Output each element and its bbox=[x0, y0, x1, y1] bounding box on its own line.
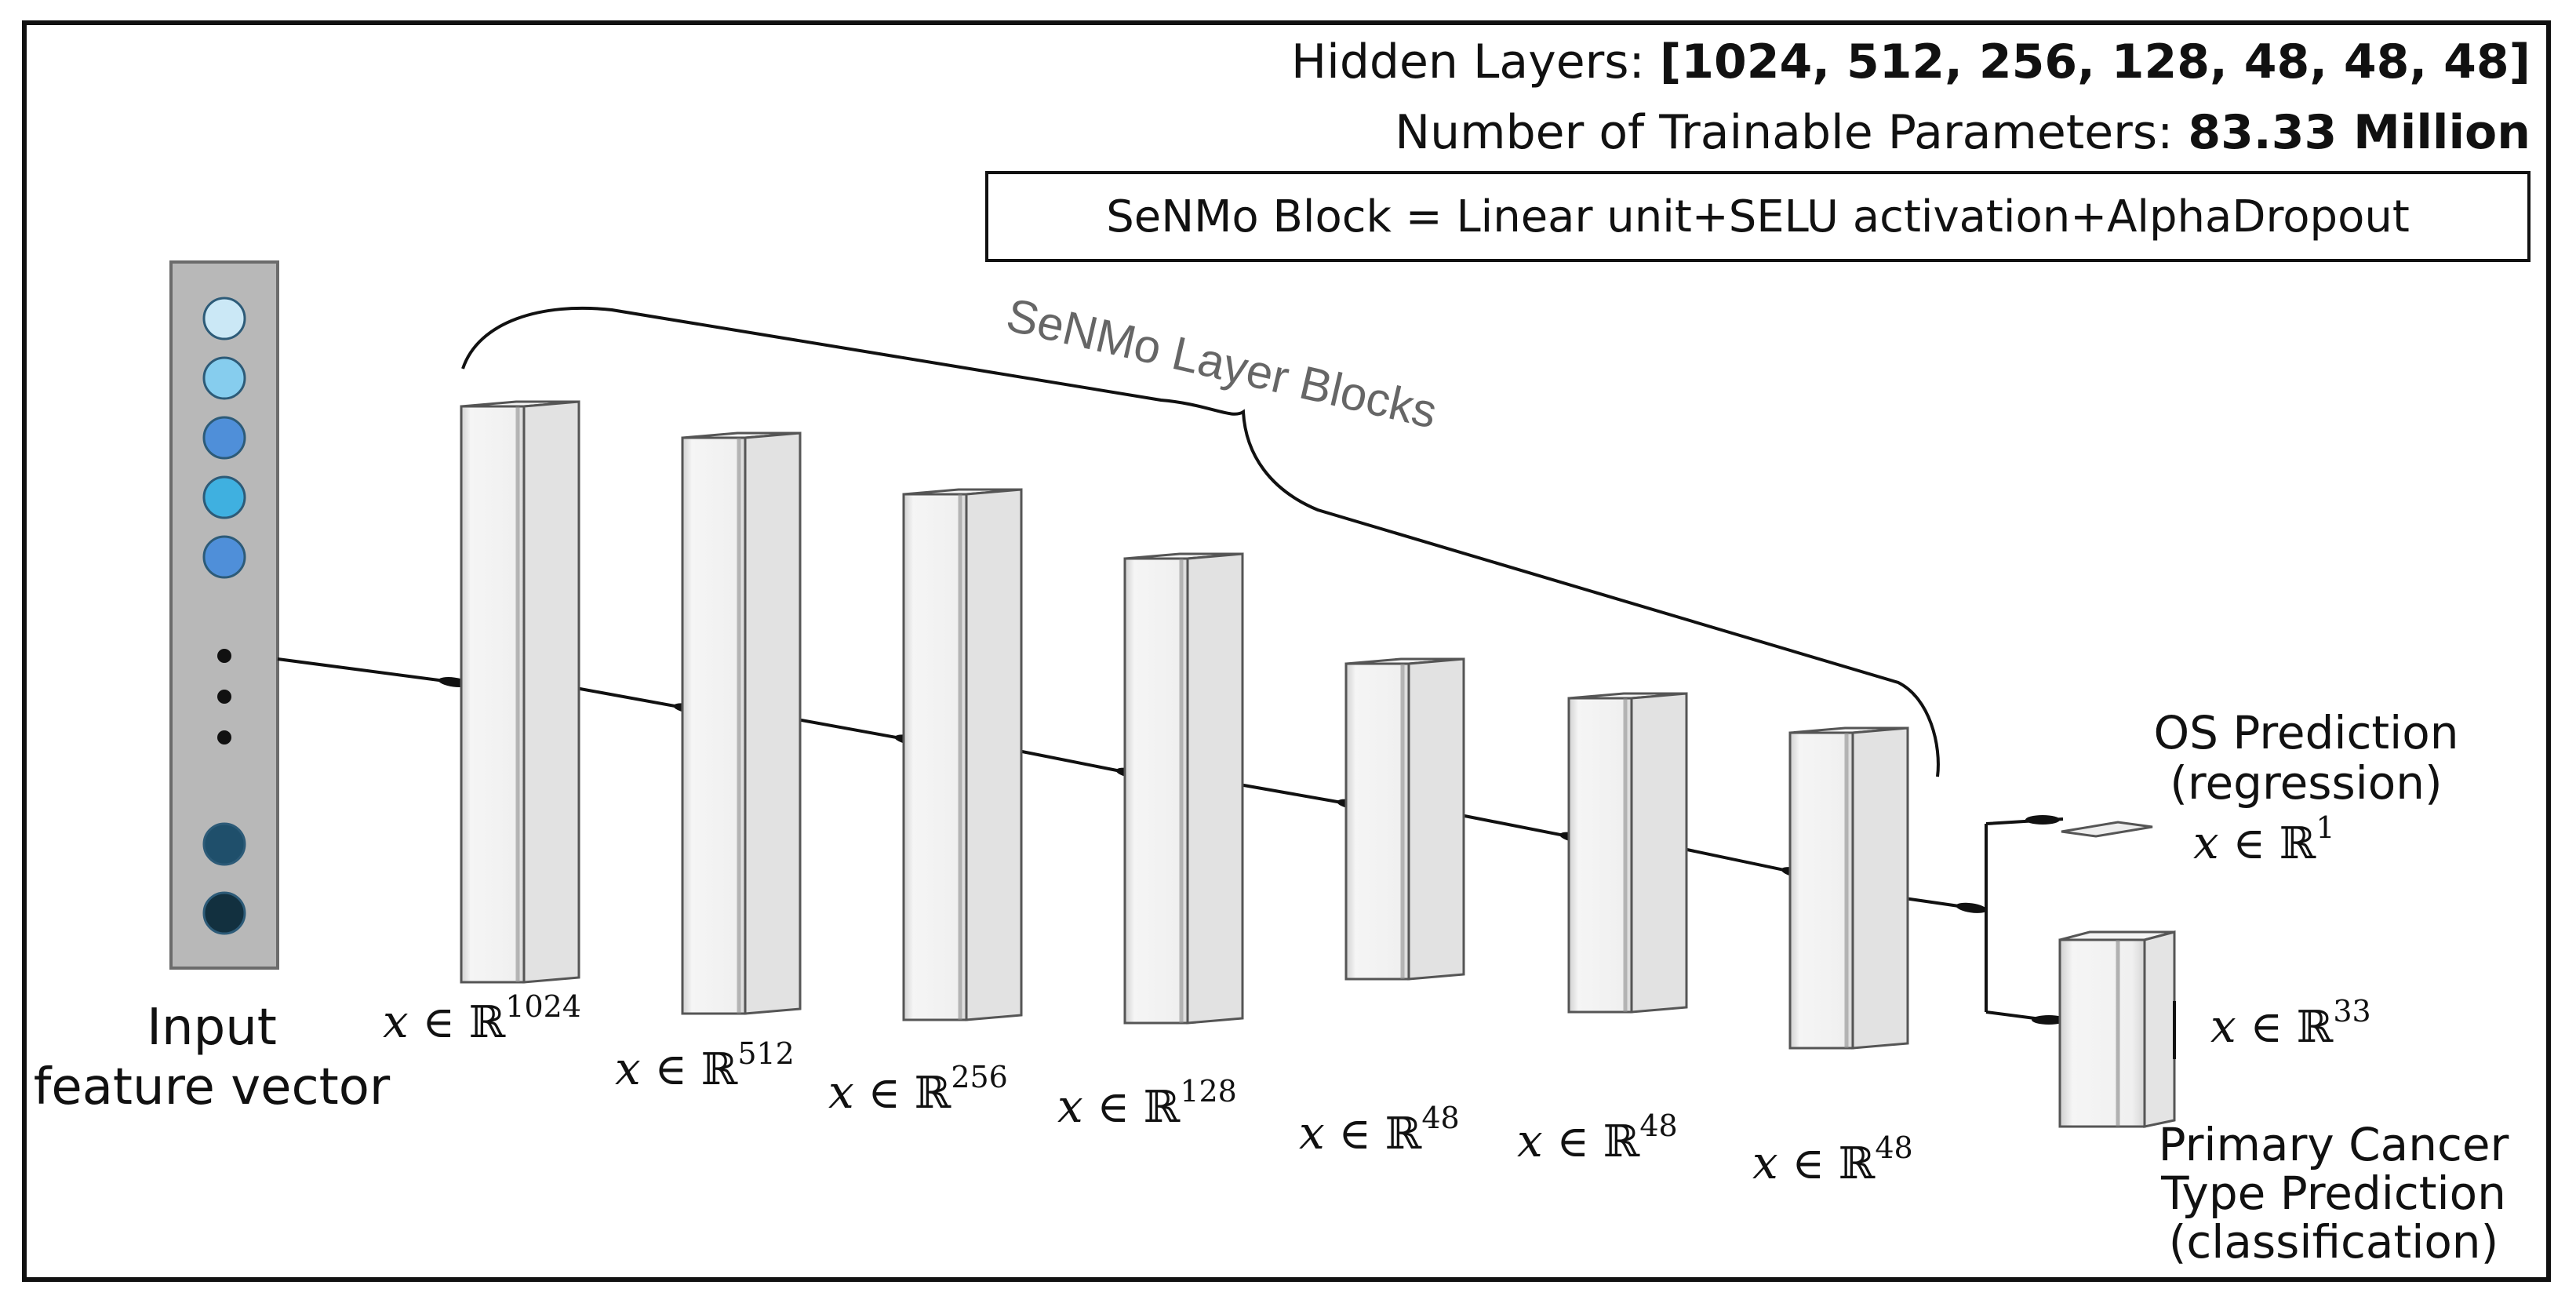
input-node bbox=[202, 297, 246, 340]
layer-block-7 bbox=[1788, 726, 1909, 1050]
ellipsis-dot bbox=[217, 690, 231, 704]
input-node bbox=[202, 416, 246, 460]
layer-blocks bbox=[460, 400, 1909, 1050]
cancer-label-line3: (classification) bbox=[2168, 1215, 2499, 1269]
input-node bbox=[202, 356, 246, 400]
plus-sign: + bbox=[1691, 191, 1729, 242]
layer-block-1 bbox=[460, 400, 580, 984]
os-label-line2: (regression) bbox=[2170, 756, 2443, 810]
input-label-line2: feature vector bbox=[33, 1058, 391, 1116]
layer-dim-label-2: x ∈ ℝ512 bbox=[615, 1036, 795, 1095]
cancer-type-label: Primary Cancer Type Prediction (classifi… bbox=[2141, 1120, 2526, 1266]
layer-blocks-brace bbox=[461, 306, 1940, 777]
cancer-output-block bbox=[2058, 930, 2176, 1128]
hidden-layers-line: Hidden Layers: [1024, 512, 256, 128, 48,… bbox=[1291, 35, 2531, 89]
os-dim-label: x ∈ ℝ1 bbox=[2193, 810, 2335, 869]
layer-block-2 bbox=[681, 431, 802, 1015]
diagram-frame bbox=[22, 20, 2551, 1282]
layer-dim-label-3: x ∈ ℝ256 bbox=[828, 1060, 1008, 1119]
input-node bbox=[202, 475, 246, 519]
params-label: Number of Trainable Parameters: bbox=[1395, 105, 2189, 160]
layer-dim-label-7: x ∈ ℝ48 bbox=[1752, 1130, 1913, 1189]
layer-dim-label-6: x ∈ ℝ48 bbox=[1517, 1109, 1678, 1167]
input-label: Input feature vector bbox=[31, 998, 392, 1117]
os-prediction-label: OS Prediction (regression) bbox=[2118, 708, 2494, 808]
output-branch bbox=[1985, 815, 2072, 1025]
input-node bbox=[202, 535, 246, 579]
brace-label: SeNMo Layer Blocks bbox=[1002, 288, 1442, 438]
plus-sign: + bbox=[2070, 191, 2108, 242]
cancer-dim-label: x ∈ ℝ33 bbox=[2210, 994, 2371, 1053]
layer-dim-label-4: x ∈ ℝ128 bbox=[1057, 1074, 1237, 1133]
input-node bbox=[202, 891, 246, 935]
cancer-label-line1: Primary Cancer bbox=[2158, 1118, 2509, 1171]
hidden-layers-value: [1024, 512, 256, 128, 48, 48, 48] bbox=[1659, 35, 2531, 89]
layer-block-4 bbox=[1123, 552, 1244, 1025]
linear-unit-term: Linear unit bbox=[1456, 191, 1692, 242]
layer-block-6 bbox=[1567, 692, 1688, 1014]
hidden-layers-label: Hidden Layers: bbox=[1291, 35, 1660, 89]
layer-block-5 bbox=[1344, 657, 1465, 981]
alphadropout-term: AlphaDropout bbox=[2107, 191, 2410, 242]
input-label-line1: Input bbox=[147, 999, 277, 1057]
os-output-unit bbox=[2061, 821, 2153, 838]
params-value: 83.33 Million bbox=[2188, 105, 2531, 160]
layer-block-3 bbox=[902, 488, 1023, 1021]
block-definition-lhs: SeNMo Block = bbox=[1106, 191, 1457, 242]
layer-dim-label-5: x ∈ ℝ48 bbox=[1299, 1101, 1460, 1160]
block-definition-box: SeNMo Block = Linear unit + SELU activat… bbox=[985, 171, 2531, 262]
input-node bbox=[202, 822, 246, 866]
ellipsis-dot bbox=[217, 649, 231, 663]
arrowhead bbox=[1956, 902, 1988, 913]
params-line: Number of Trainable Parameters: 83.33 Mi… bbox=[1395, 105, 2531, 160]
input-vector-panel bbox=[169, 260, 279, 970]
selu-term: SELU activation bbox=[1728, 191, 2071, 242]
os-label-line1: OS Prediction bbox=[2153, 706, 2459, 759]
ellipsis-dot bbox=[217, 730, 231, 745]
cancer-label-line2: Type Prediction bbox=[2161, 1167, 2506, 1220]
layer-dim-label-1: x ∈ ℝ1024 bbox=[383, 989, 582, 1048]
